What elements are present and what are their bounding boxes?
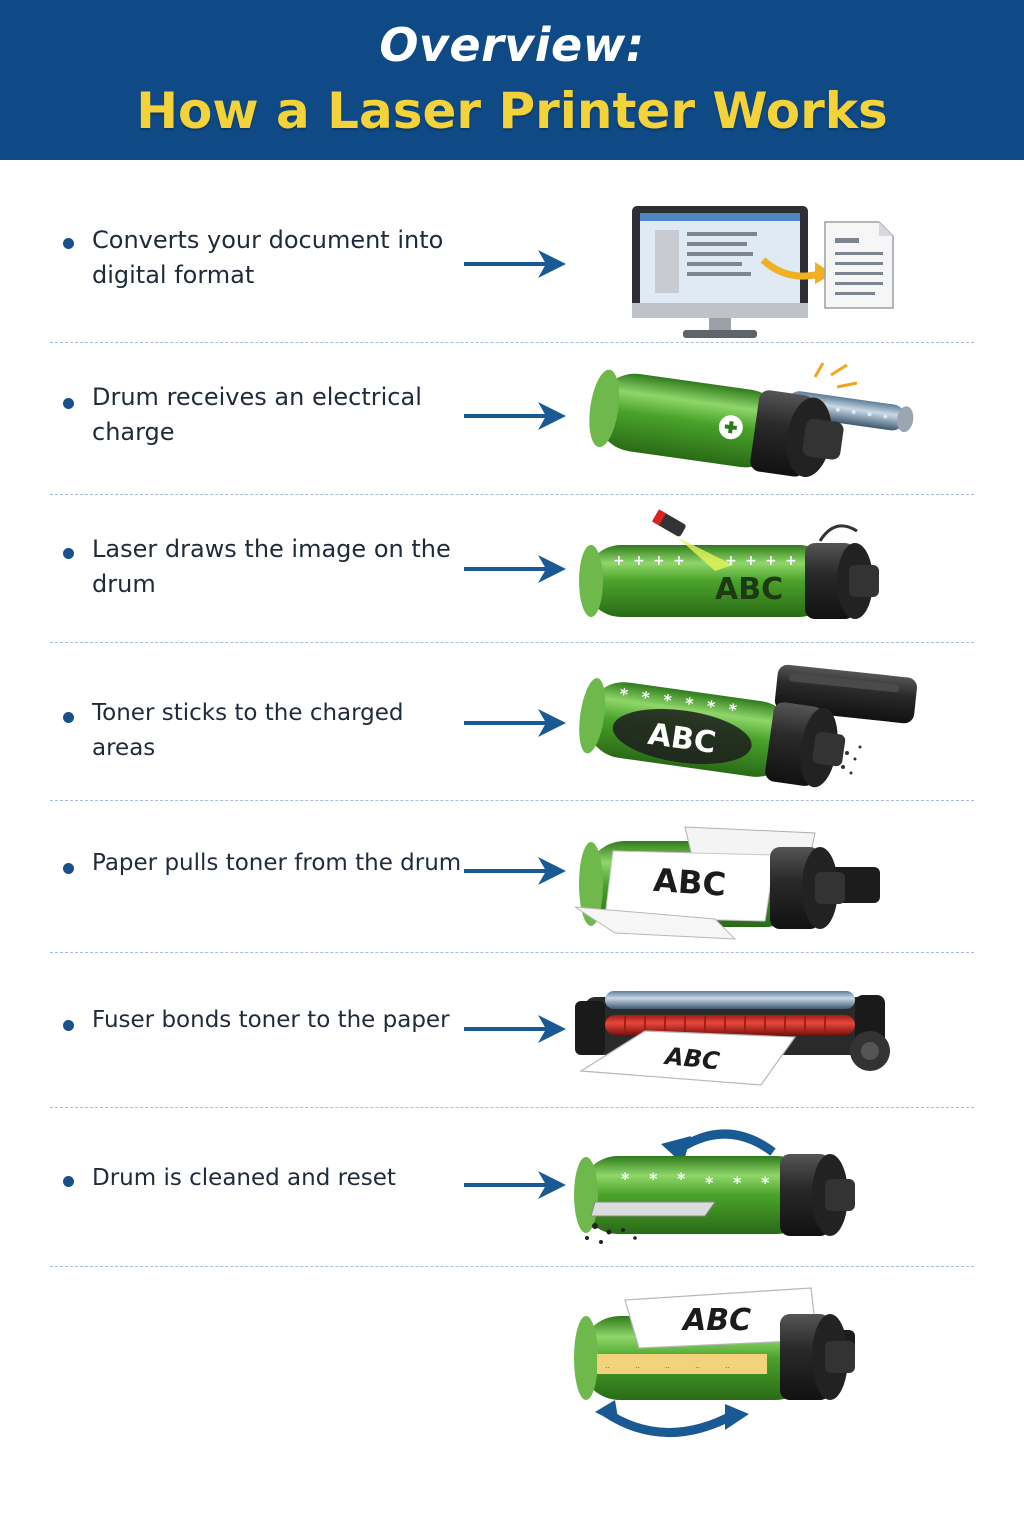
step-text: Drum is cleaned and reset xyxy=(62,1161,462,1196)
toner-drum-icon: ****** ABC xyxy=(579,664,917,788)
svg-text:..: .. xyxy=(725,1361,730,1370)
bullet-icon xyxy=(63,398,74,409)
header-banner: Overview: How a Laser Printer Works xyxy=(0,0,1024,160)
svg-text:*: * xyxy=(684,694,696,714)
divider xyxy=(50,1107,974,1108)
arrow-right-icon xyxy=(464,709,566,737)
title-line-2: How a Laser Printer Works xyxy=(136,82,888,140)
step-label: Laser draws the image on the drum xyxy=(92,535,451,598)
svg-text:+: + xyxy=(785,553,797,569)
step-text: Paper pulls toner from the drum xyxy=(62,846,462,881)
svg-text:*: * xyxy=(727,700,739,720)
step-text: Toner sticks to the charged areas xyxy=(62,696,462,766)
step-text: Drum receives an electrical charge xyxy=(62,380,462,450)
svg-text:..: .. xyxy=(695,1361,700,1370)
divider xyxy=(50,342,974,343)
arrow-right-icon xyxy=(464,555,566,583)
svg-text:*: * xyxy=(621,1169,630,1188)
step-label: Drum is cleaned and reset xyxy=(92,1165,396,1191)
bullet-icon xyxy=(63,548,74,559)
step-label: Fuser bonds toner to the paper xyxy=(92,1007,450,1033)
bullet-icon xyxy=(63,1020,74,1031)
svg-text:..: .. xyxy=(665,1361,670,1370)
svg-text:*: * xyxy=(640,687,652,707)
svg-text:*: * xyxy=(677,1169,686,1188)
divider xyxy=(50,952,974,953)
bullet-icon xyxy=(63,238,74,249)
arrow-right-icon xyxy=(464,250,566,278)
svg-text:*: * xyxy=(649,1169,658,1188)
divider xyxy=(50,494,974,495)
cleaning-drum-icon: * * * * * * xyxy=(574,1129,855,1244)
divider xyxy=(50,1266,974,1267)
printed-output-icon: ABC .......... xyxy=(574,1287,855,1437)
drum-text: ABC xyxy=(715,572,783,607)
svg-text:*: * xyxy=(705,1173,714,1192)
bullet-icon xyxy=(63,1176,74,1187)
svg-text:..: .. xyxy=(605,1361,610,1370)
step-label: Drum receives an electrical charge xyxy=(92,383,422,446)
svg-text:+: + xyxy=(673,553,685,569)
svg-text:+: + xyxy=(745,553,757,569)
laser-drum-icon: + + + + + + + + ABC xyxy=(579,509,879,619)
svg-text:*: * xyxy=(761,1173,770,1192)
step-text: Converts your document into digital form… xyxy=(62,223,462,293)
paper-text: ABC xyxy=(662,1042,721,1076)
paper-text: ABC xyxy=(652,861,727,904)
paper-transfer-icon: ABC xyxy=(574,826,880,940)
svg-text:+: + xyxy=(725,553,737,569)
divider xyxy=(50,642,974,643)
arrow-right-icon xyxy=(464,402,566,430)
arrow-right-icon xyxy=(464,1015,566,1043)
svg-text:*: * xyxy=(662,691,674,711)
fuser-icon: ABC xyxy=(575,991,890,1086)
arrow-right-icon xyxy=(464,857,566,885)
svg-text:..: .. xyxy=(635,1361,640,1370)
bullet-icon xyxy=(63,712,74,723)
svg-text:+: + xyxy=(613,553,625,569)
step-label: Converts your document into digital form… xyxy=(92,226,444,289)
svg-text:+: + xyxy=(765,553,777,569)
computer-document-icon xyxy=(632,206,894,338)
svg-text:*: * xyxy=(733,1173,742,1192)
divider xyxy=(50,800,974,801)
bullet-icon xyxy=(63,863,74,874)
svg-text:+: + xyxy=(653,553,665,569)
svg-text:+: + xyxy=(633,553,645,569)
arrow-right-icon xyxy=(464,1171,566,1199)
step-text: Fuser bonds toner to the paper xyxy=(62,1003,462,1038)
svg-text:*: * xyxy=(705,697,717,717)
paper-text: ABC xyxy=(681,1303,751,1338)
title-line-1: Overview: xyxy=(379,18,645,72)
step-label: Paper pulls toner from the drum xyxy=(92,850,462,876)
svg-text:*: * xyxy=(618,684,630,704)
charged-drum-icon xyxy=(589,362,914,477)
step-text: Laser draws the image on the drum xyxy=(62,532,462,602)
step-label: Toner sticks to the charged areas xyxy=(92,700,404,761)
